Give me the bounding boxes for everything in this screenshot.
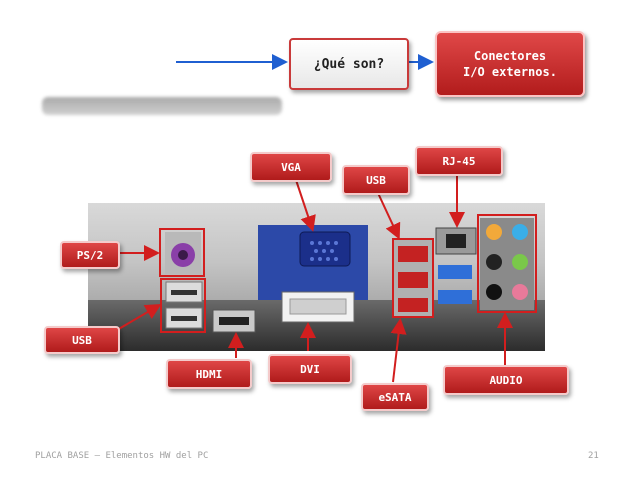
- vga-port: [299, 231, 351, 267]
- label-vga: VGA: [250, 152, 332, 182]
- vga-arrow: [295, 179, 316, 232]
- label-rj45: RJ-45: [415, 146, 503, 176]
- answer-line-1: Conectores: [473, 49, 547, 63]
- footer-title: PLACA BASE – Elementos HW del PC: [35, 451, 209, 461]
- esata-port: [398, 298, 428, 312]
- label-dvi: DVI: [268, 354, 352, 384]
- usb-port-red-2: [398, 272, 428, 288]
- usb-port-red-1: [398, 246, 428, 262]
- answer-box: Conectores I/O externos.: [435, 31, 585, 97]
- label-hdmi: HDMI: [166, 359, 252, 389]
- usb3-port-1: [438, 265, 472, 279]
- decorative-bar: [42, 97, 282, 115]
- usb-left-arrow: [116, 303, 162, 331]
- ps2-highlight: [159, 228, 205, 277]
- answer-line-2: I/O externos.: [463, 65, 557, 79]
- usb-esata-highlight: [392, 238, 434, 318]
- rj45-port: [435, 227, 477, 255]
- esata-arrow: [390, 318, 407, 383]
- question-box: ¿Qué son?: [289, 38, 409, 90]
- usb-top-arrow: [377, 192, 401, 240]
- question-text: ¿Qué son?: [313, 56, 385, 72]
- label-esata: eSATA: [361, 383, 429, 411]
- label-usb-left: USB: [44, 326, 120, 354]
- label-audio: AUDIO: [443, 365, 569, 395]
- label-usb-top: USB: [342, 165, 410, 195]
- label-ps2: PS/2: [60, 241, 120, 269]
- usb3-port-2: [438, 290, 472, 304]
- page-number: 21: [588, 451, 599, 461]
